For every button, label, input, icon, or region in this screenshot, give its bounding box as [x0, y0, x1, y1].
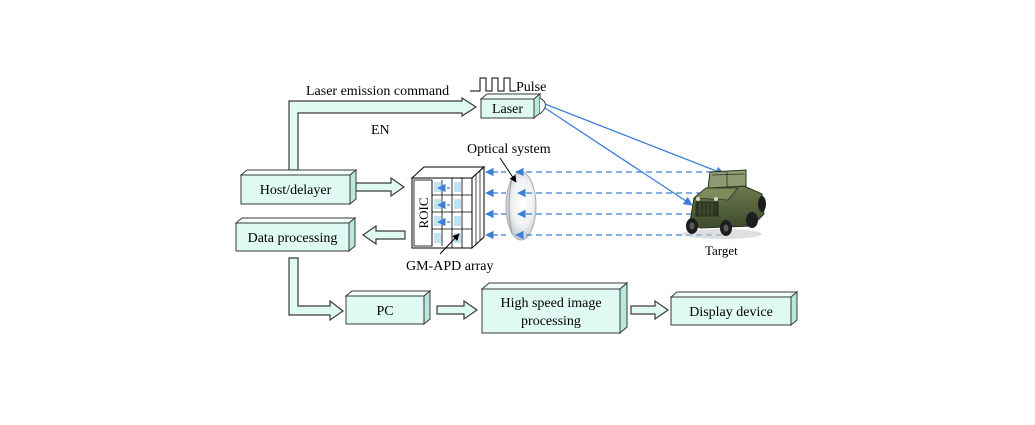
pulse-waveform	[470, 77, 516, 92]
optical-system-label: Optical system	[467, 142, 551, 157]
host-to-array-arrow	[355, 176, 406, 198]
pc-box: PC	[344, 289, 432, 326]
high-speed-processing-box: High speed image processing	[480, 281, 629, 335]
array-to-data-arrow	[361, 224, 406, 246]
target-label: Target	[705, 243, 738, 258]
display-device-label: Display device	[689, 305, 773, 320]
data-processing-box: Data processing	[234, 216, 357, 253]
gm-apd-array: ROIC	[410, 165, 486, 250]
display-device-box: Display device	[669, 290, 799, 327]
host-delayer-box: Host/delayer	[239, 168, 358, 206]
pulse-label: Pulse	[516, 80, 546, 95]
laser-command-arrow	[288, 96, 478, 171]
laser-label: Laser	[492, 102, 523, 117]
optical-lens	[505, 171, 537, 241]
high-speed-label-line1: High speed image	[500, 296, 601, 311]
en-label: EN	[371, 123, 390, 138]
gm-apd-pointer	[439, 233, 460, 255]
pc-to-processing-arrow	[436, 299, 479, 321]
laser-lens	[539, 97, 546, 115]
laser-box: Laser	[479, 92, 546, 120]
processing-to-display-arrow	[630, 299, 670, 321]
target-jeep-icon	[682, 169, 766, 239]
roic-label: ROIC	[416, 197, 431, 228]
high-speed-label-line2: processing	[521, 314, 581, 329]
optical-system-pointer	[499, 157, 517, 183]
pc-label: PC	[376, 304, 393, 319]
data-to-pc-arrow	[288, 257, 345, 322]
host-delayer-label: Host/delayer	[260, 183, 332, 198]
data-processing-label: Data processing	[248, 231, 338, 246]
laser-emission-command-label: Laser emission command	[306, 84, 449, 99]
laser-beams	[544, 103, 725, 206]
gm-apd-array-label: GM-APD array	[406, 259, 493, 274]
